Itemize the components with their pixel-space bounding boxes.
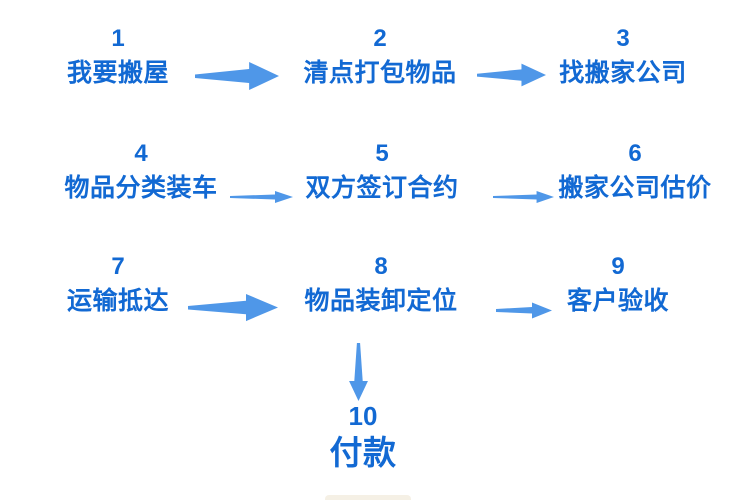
flow-step-6: 6 搬家公司估价 xyxy=(550,140,720,203)
arrow-right-icon xyxy=(230,190,293,204)
flow-step-10: 10 付款 xyxy=(283,403,443,471)
step-label: 双方签订合约 xyxy=(305,174,459,202)
step-number: 3 xyxy=(616,25,630,52)
step-number: 7 xyxy=(111,253,125,280)
flow-step-5: 5 双方签订合约 xyxy=(297,140,467,203)
step-number: 10 xyxy=(348,401,378,431)
arrow-right-icon xyxy=(496,301,552,320)
arrow-right-icon xyxy=(493,190,554,204)
step-number: 9 xyxy=(611,253,625,280)
step-label: 付款 xyxy=(329,434,397,471)
step-number: 4 xyxy=(134,140,148,167)
flow-step-8: 8 物品装卸定位 xyxy=(296,253,466,316)
step-label: 运输抵达 xyxy=(66,287,169,315)
step-number: 5 xyxy=(375,140,389,167)
step-label: 搬家公司估价 xyxy=(558,174,712,202)
flow-step-3: 3 找搬家公司 xyxy=(543,25,703,88)
flow-step-2: 2 清点打包物品 xyxy=(295,25,465,88)
arrow-right-icon xyxy=(477,62,546,88)
step-label: 物品分类装车 xyxy=(64,174,218,202)
cutoff-shape xyxy=(325,495,411,500)
arrow-right-icon xyxy=(195,60,279,92)
step-number: 2 xyxy=(373,25,387,52)
step-number: 1 xyxy=(111,25,125,52)
step-number: 6 xyxy=(628,140,642,167)
flow-step-4: 4 物品分类装车 xyxy=(56,140,226,203)
step-label: 客户验收 xyxy=(566,287,669,315)
step-label: 找搬家公司 xyxy=(559,59,687,87)
step-label: 物品装卸定位 xyxy=(304,287,458,315)
flow-step-1: 1 我要搬屋 xyxy=(38,25,198,88)
arrow-down-icon xyxy=(348,343,369,401)
step-label: 我要搬屋 xyxy=(66,59,169,87)
flow-step-7: 7 运输抵达 xyxy=(38,253,198,316)
arrow-right-icon xyxy=(188,292,278,323)
step-label: 清点打包物品 xyxy=(303,59,457,87)
flow-step-9: 9 客户验收 xyxy=(538,253,698,316)
step-number: 8 xyxy=(374,253,388,280)
